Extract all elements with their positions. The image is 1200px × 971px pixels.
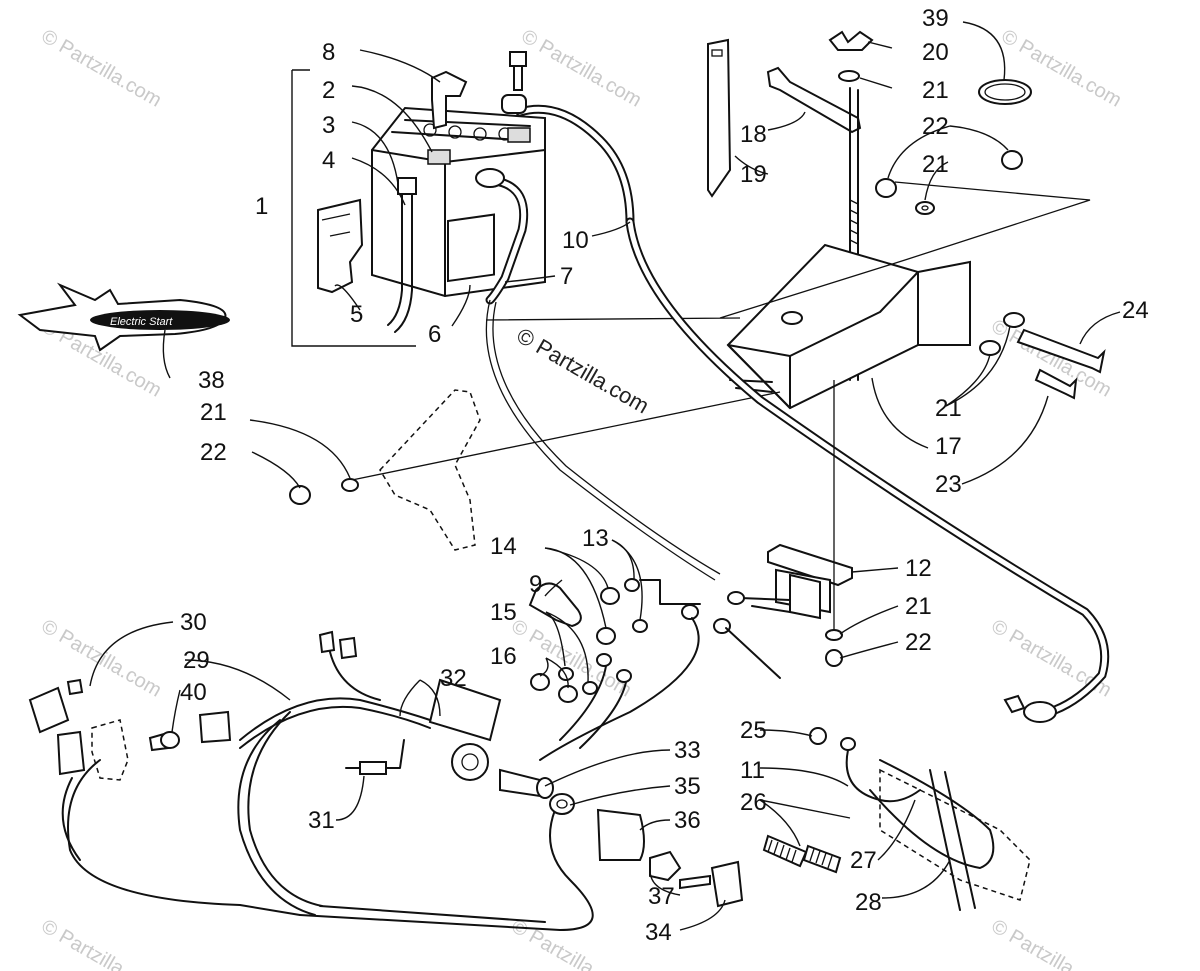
watermark: © Partzilla.com (508, 915, 636, 971)
mounting-bracket-outline (379, 389, 481, 551)
callout-13: 13 (582, 525, 609, 552)
callout-31: 31 (308, 807, 335, 834)
callout-25: 25 (740, 717, 767, 744)
battery-hold-down[interactable] (351, 30, 1106, 481)
callout-15: 15 (490, 599, 517, 626)
callout-21-d: 21 (200, 399, 227, 426)
callout-40: 40 (180, 679, 207, 706)
leader-lines (89, 21, 1121, 931)
starter-solenoid[interactable] (727, 380, 853, 667)
callout-22-a: 22 (922, 113, 949, 140)
callout-33: 33 (674, 737, 701, 764)
callout-1: 1 (255, 193, 268, 220)
callout-21-c: 21 (935, 395, 962, 422)
callout-34: 34 (645, 919, 672, 946)
wire-harness[interactable] (28, 630, 594, 931)
callout-30: 30 (180, 609, 207, 636)
callout-26: 26 (740, 789, 767, 816)
watermark-layer: © Partzilla.com © Partzilla.com © Partzi… (38, 25, 1126, 971)
callout-labels: 1 2 3 4 5 6 7 8 9 10 11 12 13 14 15 16 1… (180, 5, 1149, 946)
watermark: © Partzilla.com (518, 25, 646, 111)
callout-12: 12 (905, 555, 932, 582)
starter-motor[interactable] (762, 727, 1031, 911)
callout-19: 19 (740, 161, 767, 188)
callout-4: 4 (322, 147, 335, 174)
ignition-key-parts[interactable] (549, 793, 744, 908)
callout-2: 2 (322, 77, 335, 104)
callout-21-e: 21 (905, 593, 932, 620)
callout-36: 36 (674, 807, 701, 834)
callout-18: 18 (740, 121, 767, 148)
callout-6: 6 (428, 321, 441, 348)
callout-38: 38 (198, 367, 225, 394)
callout-8: 8 (322, 39, 335, 66)
callout-11: 11 (740, 757, 765, 784)
callout-28: 28 (855, 889, 882, 916)
watermark: © Partzilla.com (988, 915, 1116, 971)
callout-21-a: 21 (922, 77, 949, 104)
callout-bracket-1 (291, 70, 416, 347)
callout-5: 5 (350, 301, 363, 328)
callout-29: 29 (183, 647, 210, 674)
callout-22-b: 22 (200, 439, 227, 466)
callout-37: 37 (648, 883, 675, 910)
callout-7: 7 (560, 263, 573, 290)
callout-17: 17 (935, 433, 962, 460)
callout-10: 10 (562, 227, 589, 254)
callout-20: 20 (922, 39, 949, 66)
callout-32: 32 (440, 665, 467, 692)
watermark: © Partzilla.com (38, 25, 166, 111)
callout-24: 24 (1122, 297, 1149, 324)
callout-35: 35 (674, 773, 701, 800)
callout-16: 16 (490, 643, 517, 670)
callout-27: 27 (850, 847, 877, 874)
callout-22-c: 22 (905, 629, 932, 656)
callout-23: 23 (935, 471, 962, 498)
center-watermark: © Partzilla.com (513, 323, 654, 419)
callout-3: 3 (322, 112, 335, 139)
callout-21-b: 21 (922, 151, 949, 178)
callout-14: 14 (490, 533, 517, 560)
battery-assembly[interactable] (291, 51, 635, 347)
logo-text: Electric Start (110, 316, 173, 328)
callout-39: 39 (922, 5, 949, 32)
watermark: © Partzilla.com (38, 915, 166, 971)
callout-9: 9 (529, 571, 542, 598)
electric-start-logo: Electric Start (17, 282, 230, 352)
